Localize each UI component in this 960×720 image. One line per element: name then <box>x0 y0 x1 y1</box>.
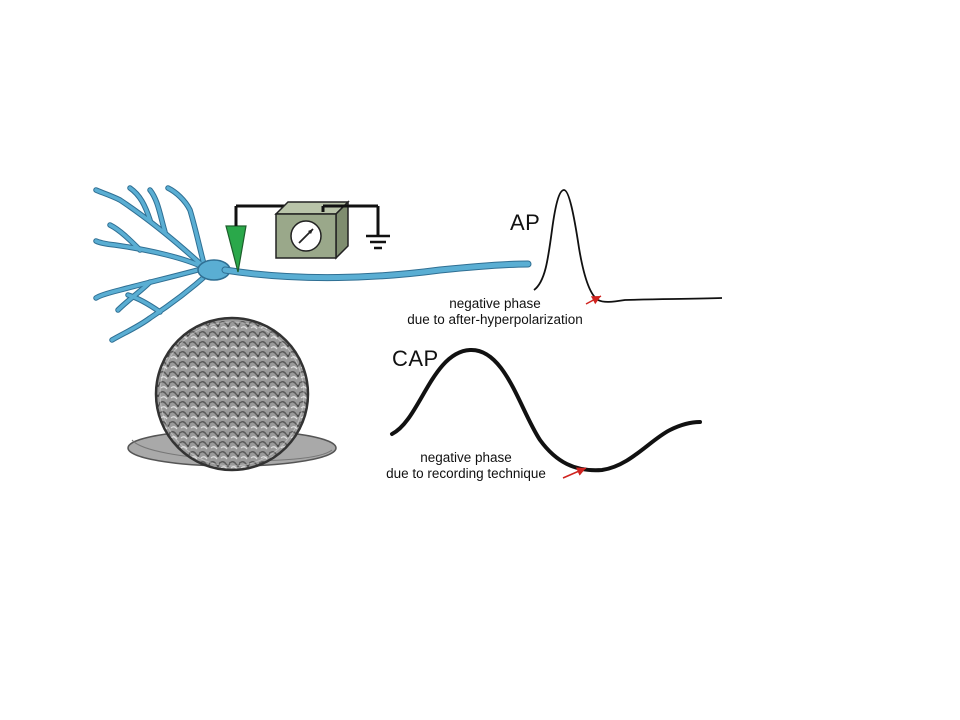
neuron-illustration <box>93 185 532 343</box>
cap-trace <box>390 347 702 473</box>
ap-label: AP <box>510 210 541 235</box>
voltmeter <box>274 200 378 260</box>
ap-trace <box>533 189 723 303</box>
cap-annotation-line1: negative phase <box>420 450 512 465</box>
ap-annotation: negative phase due to after-hyperpolariz… <box>360 296 630 328</box>
ap-annotation-line1: negative phase <box>449 296 541 311</box>
cap-annotation: negative phase due to recording techniqu… <box>356 450 576 482</box>
ground-symbol <box>366 206 390 250</box>
recording-electrode <box>225 204 292 273</box>
cap-label: CAP <box>392 346 439 371</box>
cap-annotation-arrow <box>562 467 587 479</box>
ap-annotation-line2: due to after-hyperpolarization <box>407 312 583 327</box>
nerve-illustration <box>127 316 337 472</box>
cap-annotation-line2: due to recording technique <box>386 466 546 481</box>
ap-annotation-arrow <box>585 295 602 305</box>
